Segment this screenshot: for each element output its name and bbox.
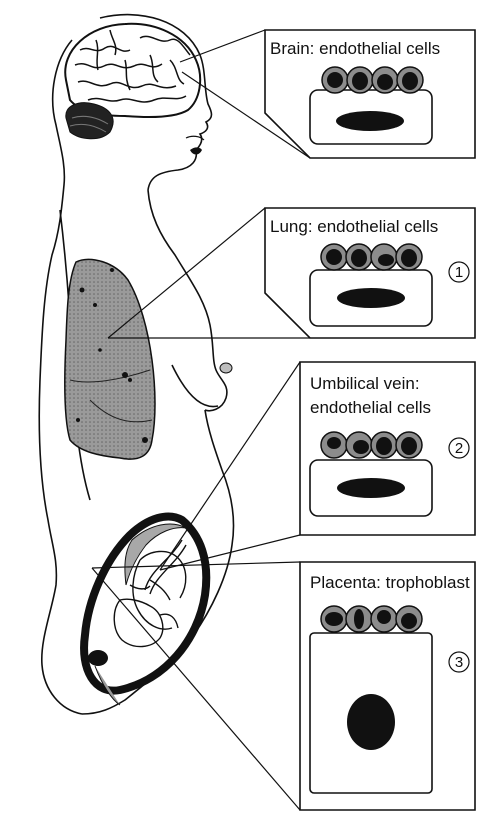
brain-nucleus xyxy=(336,111,404,131)
panel-lung: Lung: endothelial cells 1 xyxy=(265,208,475,338)
lung-number: 1 xyxy=(455,264,463,281)
placenta-number-badge: 3 xyxy=(449,652,469,672)
placenta-nucleus xyxy=(347,694,395,750)
panel-placenta-title: Placenta: trophoblast xyxy=(310,573,470,592)
uterus-with-fetus xyxy=(84,516,206,705)
lung-number-badge: 1 xyxy=(449,262,469,282)
umbilical-nucleus xyxy=(337,478,405,498)
umbilical-number-badge: 2 xyxy=(449,438,469,458)
brain-organ xyxy=(65,24,200,139)
lips xyxy=(190,147,202,154)
panel-brain: Brain: endothelial cells xyxy=(265,30,475,158)
umbilical-number: 2 xyxy=(455,440,463,457)
panel-umbilical-title-line1: Umbilical vein: xyxy=(310,374,420,393)
lung-organ xyxy=(65,259,155,459)
lung-nucleus xyxy=(337,288,405,308)
panel-umbilical-title-line2: endothelial cells xyxy=(310,398,431,417)
panel-lung-title: Lung: endothelial cells xyxy=(270,217,438,236)
panel-placenta: Placenta: trophoblast 3 xyxy=(300,562,475,810)
placenta-number: 3 xyxy=(455,654,463,671)
panel-brain-title: Brain: endothelial cells xyxy=(270,39,440,58)
nipple xyxy=(220,363,232,373)
panel-umbilical-vein: Umbilical vein: endothelial cells 2 xyxy=(300,362,475,535)
